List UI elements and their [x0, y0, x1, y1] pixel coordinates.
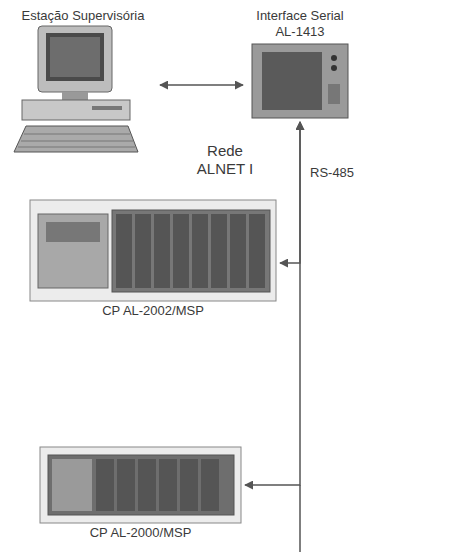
cpu-module	[52, 459, 92, 511]
device-caption: CP AL-2000/MSP	[38, 525, 243, 541]
module-panel	[46, 222, 100, 242]
bus-label: RS-485	[310, 164, 380, 182]
interface-illustration	[252, 44, 348, 118]
monitor-screen	[46, 33, 104, 81]
plc-illustration	[40, 447, 241, 523]
monitor-case	[38, 26, 112, 92]
bus-line	[299, 485, 301, 552]
key-row	[24, 134, 130, 135]
network-label: Rede ALNET I	[185, 142, 265, 178]
io-module	[173, 214, 189, 288]
keyboard	[14, 126, 138, 152]
picture-area	[38, 445, 243, 525]
io-module	[154, 214, 170, 288]
interface-node: Interface Serial AL-1413	[245, 8, 355, 120]
device-caption: Interface Serial AL-1413	[245, 8, 355, 40]
desktop-case	[22, 100, 130, 120]
key-row	[18, 147, 135, 148]
io-module	[138, 459, 156, 511]
screen-glare	[50, 37, 100, 77]
drive-slot	[92, 106, 122, 110]
device-caption: Estação Supervisória	[8, 8, 158, 24]
picture-area	[245, 40, 355, 120]
io-module	[211, 214, 227, 288]
module-rack	[48, 455, 234, 515]
connector	[328, 84, 340, 104]
plc-node: CP AL-2000/MSP	[38, 445, 243, 541]
picture-area	[28, 198, 278, 303]
interface-housing	[252, 44, 348, 118]
network-connector	[160, 84, 243, 86]
interface-panel	[262, 52, 322, 110]
io-module	[159, 459, 177, 511]
power-module	[38, 214, 108, 288]
photo-frame	[30, 200, 276, 301]
io-module	[135, 214, 151, 288]
computer-illustration	[14, 26, 138, 152]
network-connector	[280, 122, 300, 263]
io-module	[117, 459, 135, 511]
io-module	[201, 459, 219, 511]
io-module	[249, 214, 265, 288]
key-row	[21, 141, 133, 142]
io-module	[180, 459, 198, 511]
io-module	[116, 214, 132, 288]
io-module	[96, 459, 114, 511]
plc-node: CP AL-2002/MSP	[28, 198, 278, 319]
workstation-node: Estação Supervisória	[8, 8, 158, 154]
picture-area	[8, 24, 158, 154]
status-led	[331, 65, 337, 71]
module-rack	[112, 210, 270, 292]
io-module	[230, 214, 246, 288]
status-led	[331, 55, 337, 61]
plc-illustration	[30, 200, 276, 301]
io-module	[192, 214, 208, 288]
monitor-stand	[62, 92, 88, 100]
device-caption: CP AL-2002/MSP	[28, 303, 278, 319]
photo-frame	[40, 447, 241, 523]
